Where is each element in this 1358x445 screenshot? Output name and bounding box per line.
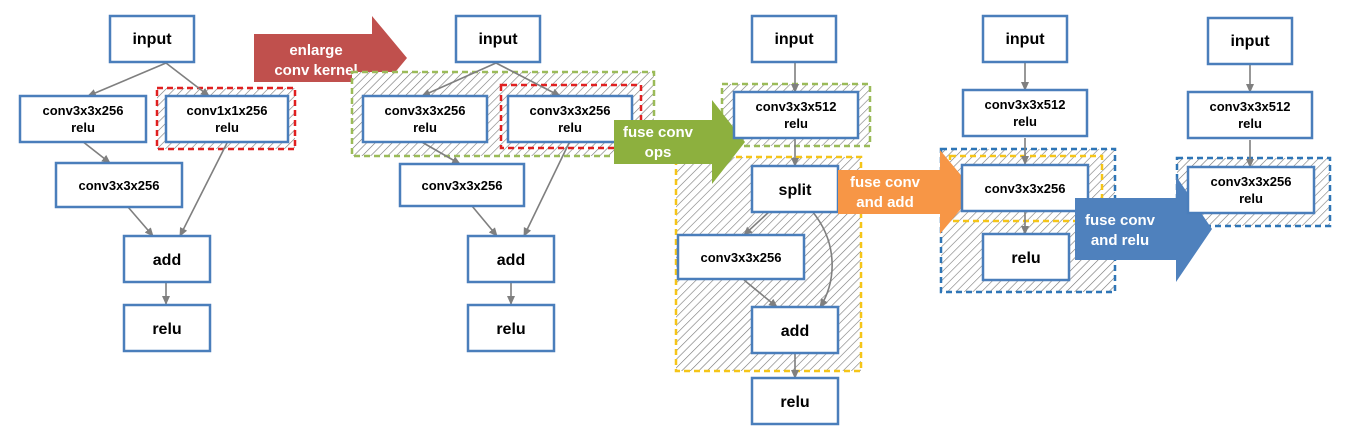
input-label: input <box>774 31 814 48</box>
relu-label: relu <box>780 394 809 411</box>
relu-label: relu <box>215 120 239 135</box>
stage-4: input conv3x3x512 relu conv3x3x256 relu <box>960 14 1090 282</box>
input-label: input <box>478 31 518 48</box>
relu-box <box>466 303 556 353</box>
conv3x3-box <box>54 161 184 209</box>
input-box <box>454 14 542 64</box>
conv3x3x512-relu-box <box>732 90 860 140</box>
arrow-label-line1: fuse conv <box>623 124 694 141</box>
stage-1: input conv3x3x256 relu conv1x1x256 relu … <box>18 14 297 353</box>
add-label: add <box>497 252 525 269</box>
stage-3-edges <box>743 63 833 379</box>
conv3x3-relu-box <box>506 94 634 144</box>
input-box <box>1206 16 1294 66</box>
relu-label: relu <box>1239 191 1263 206</box>
arrow-label-line1: fuse conv <box>850 174 921 191</box>
conv1x1-label: conv1x1x256 <box>187 103 268 118</box>
input-box <box>981 14 1069 64</box>
conv3x3-box <box>960 163 1090 213</box>
add-box <box>750 305 840 355</box>
add-label: add <box>781 323 809 340</box>
relu-box <box>750 376 840 426</box>
relu-label: relu <box>152 321 181 338</box>
conv3x3-label: conv3x3x256 <box>385 103 466 118</box>
arrow-shape <box>1075 176 1212 282</box>
input-box <box>108 14 196 64</box>
conv3x3-box <box>676 233 806 281</box>
conv1x1-relu-box <box>164 94 290 144</box>
conv3x3x512-label: conv3x3x512 <box>1210 99 1291 114</box>
conv3x3-label: conv3x3x256 <box>1211 174 1292 189</box>
split-label: split <box>779 182 813 199</box>
relu-box <box>981 232 1071 282</box>
relu-label: relu <box>1013 114 1037 129</box>
fuse-conv-ops-arrow: fuse conv ops <box>614 100 745 184</box>
arrow-label-line1: fuse conv <box>1085 212 1156 229</box>
relu-label: relu <box>496 321 525 338</box>
conv3x3-box <box>398 162 526 208</box>
relu-label: relu <box>413 120 437 135</box>
conv3x3-label: conv3x3x256 <box>43 103 124 118</box>
conv3x3-label: conv3x3x256 <box>422 178 503 193</box>
relu-label: relu <box>558 120 582 135</box>
stage-2-edges <box>419 62 571 305</box>
arrow-label-line1: enlarge <box>289 42 342 59</box>
conv3x3-label: conv3x3x256 <box>985 181 1066 196</box>
relu-label: relu <box>1011 250 1040 267</box>
add-label: add <box>153 252 181 269</box>
conv3x3x512-label: conv3x3x512 <box>985 97 1066 112</box>
add-box <box>122 234 212 284</box>
input-label: input <box>1005 31 1045 48</box>
arrow-label-line2: and relu <box>1091 232 1149 249</box>
input-label: input <box>132 31 172 48</box>
input-label: input <box>1230 33 1270 50</box>
conv3x3x512-label: conv3x3x512 <box>756 99 837 114</box>
conv3x3-label: conv3x3x256 <box>530 103 611 118</box>
conv3x3-label: conv3x3x256 <box>79 178 160 193</box>
arrow-label-line2: ops <box>645 144 672 161</box>
stage-3: input conv3x3x512 relu split conv3x3x256… <box>676 14 860 426</box>
conv3x3-label: conv3x3x256 <box>701 250 782 265</box>
add-box <box>466 234 556 284</box>
arrow-label-line2: conv kernel <box>274 62 357 79</box>
fuse-conv-add-arrow: fuse conv and add <box>838 150 975 234</box>
split-box <box>750 164 840 214</box>
conv3x3x512-relu-box <box>1186 90 1314 140</box>
input-box <box>750 14 838 64</box>
conv3x3x512-relu-box <box>961 88 1089 138</box>
fuse-conv-relu-arrow: fuse conv and relu <box>1075 176 1212 282</box>
relu-box <box>122 303 212 353</box>
relu-label: relu <box>71 120 95 135</box>
arrow-shape <box>838 150 975 234</box>
stage-5: input conv3x3x512 relu conv3x3x256 relu <box>1186 16 1316 215</box>
relu-label: relu <box>784 116 808 131</box>
conv3x3-relu-box <box>1186 165 1316 215</box>
conv3x3-relu-box <box>361 94 489 144</box>
conv3x3-relu-box <box>18 94 148 144</box>
relu-label: relu <box>1238 116 1262 131</box>
arrow-shape <box>614 100 745 184</box>
arrow-label-line2: and add <box>856 194 914 211</box>
stage-1-edges <box>81 62 229 305</box>
